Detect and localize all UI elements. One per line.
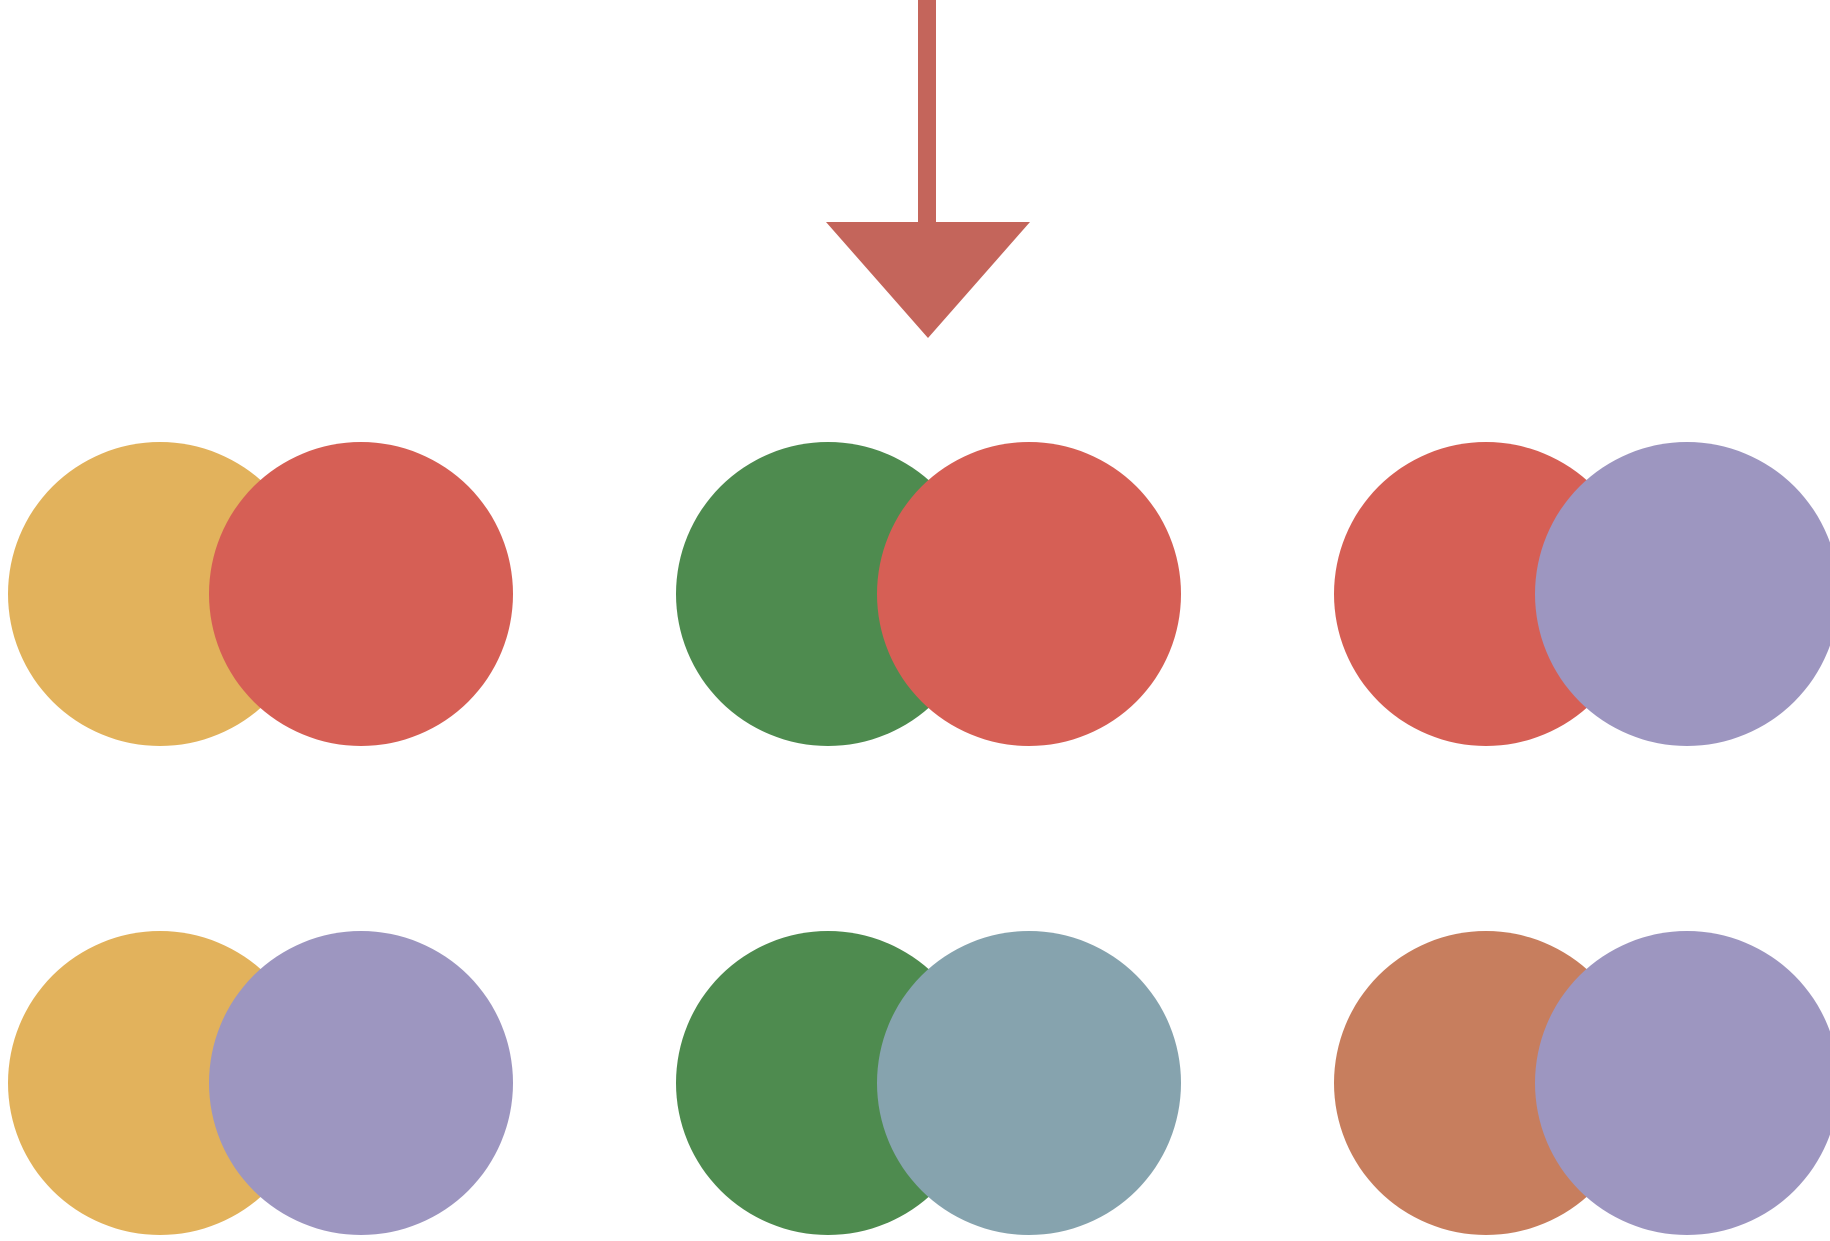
token-disc — [877, 931, 1181, 1235]
token-disc — [209, 931, 513, 1235]
token-pair[interactable] — [8, 442, 513, 746]
token-pair[interactable] — [8, 931, 513, 1235]
token-pair[interactable] — [676, 931, 1181, 1235]
token-pair[interactable] — [1334, 442, 1830, 746]
token-disc — [209, 442, 513, 746]
token-pair[interactable] — [1334, 931, 1830, 1235]
token-right — [877, 931, 1181, 1235]
token-pair[interactable] — [676, 442, 1181, 746]
down-arrow-icon — [826, 0, 1030, 338]
token-right — [209, 442, 513, 746]
token-right — [209, 931, 513, 1235]
token-right — [1535, 442, 1830, 746]
token-right — [877, 442, 1181, 746]
token-disc — [1535, 442, 1830, 746]
token-right — [1535, 931, 1830, 1235]
token-disc — [1535, 931, 1830, 1235]
token-disc — [877, 442, 1181, 746]
